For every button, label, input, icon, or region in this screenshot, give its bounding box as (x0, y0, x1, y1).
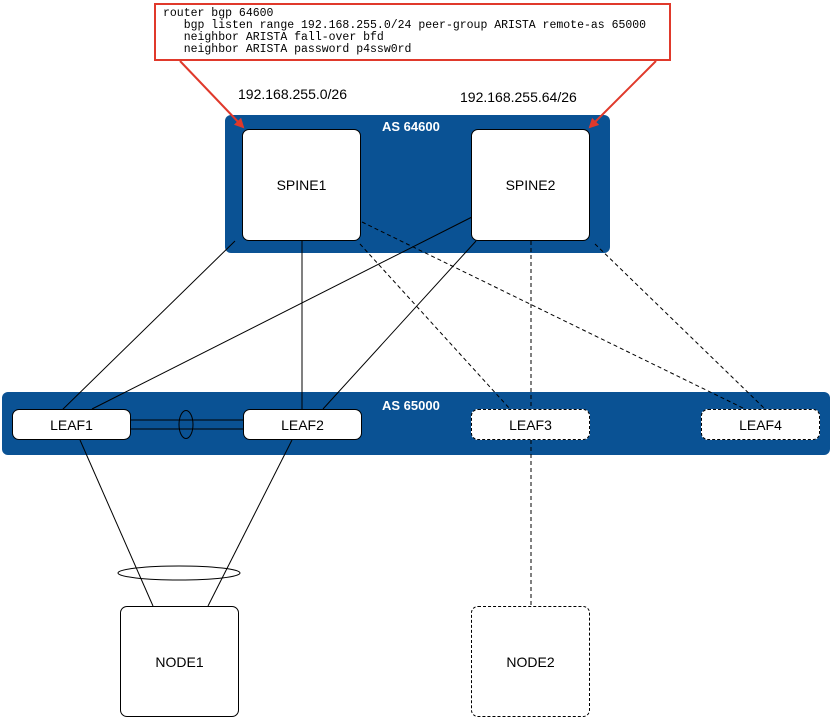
node1-label: NODE1 (155, 653, 204, 670)
callout-arrow-spine2 (588, 60, 657, 129)
leaf1-node: LEAF1 (12, 409, 131, 440)
link-spine1-leaf1 (57, 240, 236, 415)
leaf3-node: LEAF3 (471, 409, 590, 440)
config-line: neighbor ARISTA password p4ssw0rd (163, 43, 412, 56)
spine1-subnet-label: 192.168.255.0/26 (238, 86, 347, 102)
spine1-label: SPINE1 (276, 177, 327, 193)
link-leaf1-node1 (79, 439, 154, 607)
link-spine2-leaf1 (91, 216, 473, 410)
link-spine1-leaf3 (359, 243, 511, 410)
link-leaf2-node1 (207, 439, 293, 607)
spine-as-label: AS 64600 (382, 119, 440, 134)
callout-arrow-spine1 (179, 60, 245, 129)
link-spine2-leaf2 (322, 240, 477, 410)
bgp-config-callout: router bgp 64600 bgp listen range 192.16… (154, 3, 671, 61)
config-line: neighbor ARISTA fall-over bfd (163, 31, 384, 44)
leaf1-label: LEAF1 (50, 416, 93, 433)
leaf3-label: LEAF3 (509, 416, 552, 433)
spine2-label: SPINE2 (505, 177, 556, 193)
leaf4-node: LEAF4 (701, 409, 820, 440)
node1-server: NODE1 (120, 606, 239, 717)
node2-label: NODE2 (506, 653, 555, 670)
leaf-as-region: AS 65000 (2, 392, 830, 455)
leaf-as-label: AS 65000 (382, 398, 440, 413)
node1-lag-ring (117, 565, 241, 581)
link-spine2-leaf4 (594, 243, 766, 410)
leaf4-label: LEAF4 (739, 416, 782, 433)
spine1-node: SPINE1 (242, 129, 361, 241)
spine2-node: SPINE2 (471, 129, 590, 241)
link-spine1-leaf4 (361, 221, 746, 410)
node2-server: NODE2 (471, 606, 590, 717)
peer-link-lag-ring (178, 410, 194, 439)
config-line: router bgp 64600 (163, 7, 274, 20)
spine2-subnet-label: 192.168.255.64/26 (460, 89, 577, 105)
leaf2-node: LEAF2 (243, 409, 362, 440)
config-line: bgp listen range 192.168.255.0/24 peer-g… (163, 19, 647, 32)
leaf2-label: LEAF2 (281, 416, 324, 433)
